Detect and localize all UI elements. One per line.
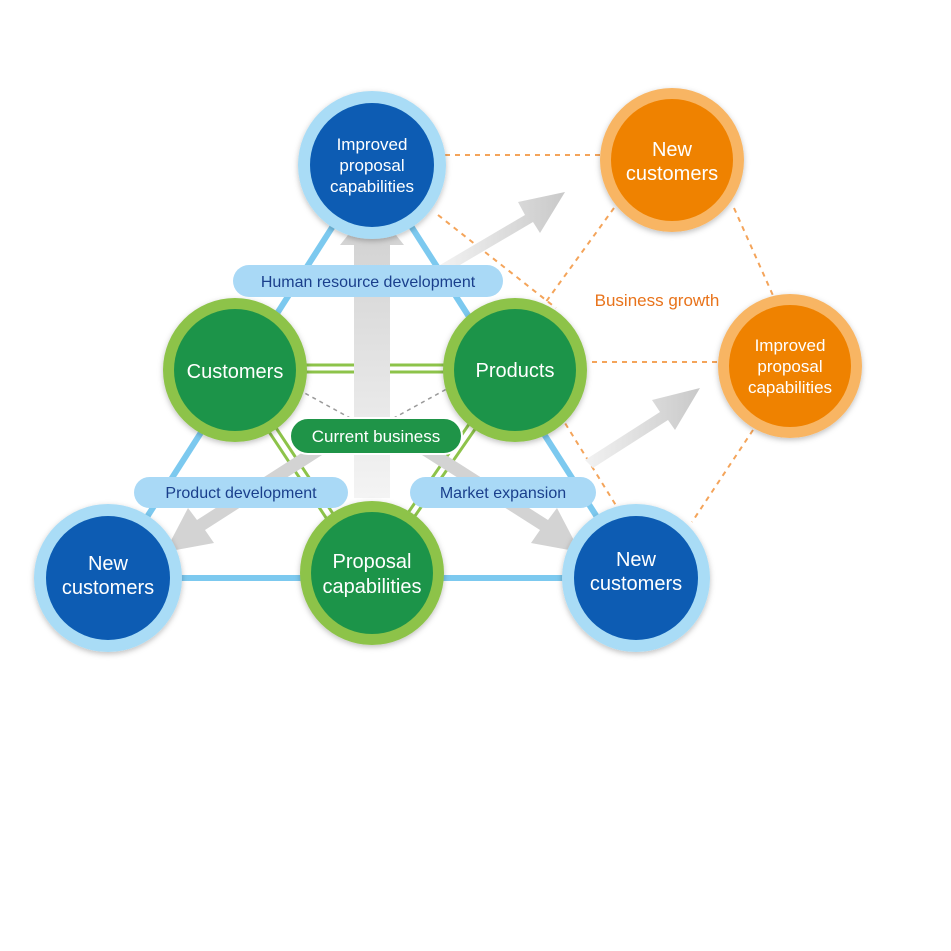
node-proposal <box>300 501 444 645</box>
node-top-improved <box>298 91 446 239</box>
pill-product-development: Product development <box>134 477 348 508</box>
arrow-lower-right <box>585 388 700 468</box>
market-expansion-label: Market expansion <box>440 485 566 502</box>
node-orange-improved <box>718 294 862 438</box>
top-improved-line2: proposal <box>339 156 404 175</box>
right-new-line1: New <box>616 549 657 571</box>
node-right-new-customers <box>562 504 710 652</box>
orange-new-line2: customers <box>626 163 718 185</box>
orange-improved-line1: Improved <box>755 336 826 355</box>
pill-market-expansion: Market expansion <box>410 477 596 508</box>
node-left-new-customers <box>34 504 182 652</box>
proposal-line1: Proposal <box>333 551 412 573</box>
product-development-label: Product development <box>165 485 317 502</box>
top-improved-line3: capabilities <box>330 177 414 196</box>
products-label: Products <box>476 360 555 382</box>
pill-current-business: Current business <box>289 417 463 455</box>
node-products <box>443 298 587 442</box>
left-new-line1: New <box>88 553 129 575</box>
arrow-upper-right <box>440 192 565 272</box>
orange-new-line1: New <box>652 139 693 161</box>
left-new-line2: customers <box>62 577 154 599</box>
business-growth-label: Business growth <box>595 291 720 310</box>
orange-improved-line2: proposal <box>757 357 822 376</box>
node-orange-new-customers <box>600 88 744 232</box>
node-customers <box>163 298 307 442</box>
right-new-line2: customers <box>590 573 682 595</box>
customers-label: Customers <box>187 361 284 383</box>
pill-human-resource: Human resource development <box>233 265 503 297</box>
orange-improved-line3: capabilities <box>748 378 832 397</box>
proposal-line2: capabilities <box>323 576 422 598</box>
top-improved-line1: Improved <box>337 135 408 154</box>
human-resource-label: Human resource development <box>261 274 476 291</box>
current-business-label: Current business <box>312 427 441 446</box>
